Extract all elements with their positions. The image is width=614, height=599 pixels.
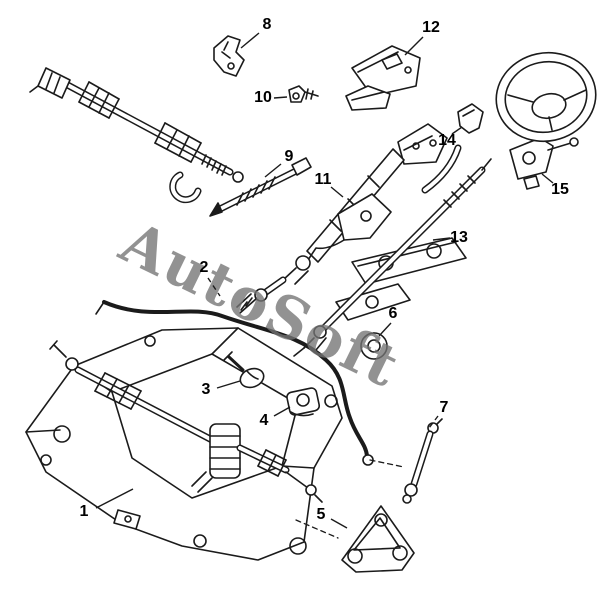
callout-6[interactable]: 6 [388,305,398,322]
callout-1[interactable]: 1 [79,503,89,520]
drive-axle [29,67,244,204]
steering-shaft-part-13 [293,158,492,357]
callout-15[interactable]: 15 [551,181,569,198]
callout-4[interactable]: 4 [259,412,269,429]
callout-10[interactable]: 10 [254,89,272,106]
bracket-part-5 [341,505,415,573]
callout-12[interactable]: 12 [422,19,440,36]
assembly-guides [295,459,405,539]
bolt-part-10 [288,85,319,103]
stabilizer-link-part-7 [402,418,443,504]
steering-wheel [495,51,597,143]
bushing-part-4 [286,387,321,417]
callout-14[interactable]: 14 [438,132,456,149]
callout-13[interactable]: 13 [450,229,468,246]
bushing-part-3 [223,351,265,389]
callout-11[interactable]: 11 [314,171,332,188]
steering-column-part-11 [236,123,448,314]
retainer-ring-part-6 [360,332,388,360]
callout-7[interactable]: 7 [439,399,449,416]
intermediate-shaft-part-9 [209,157,312,217]
wedge-part-14 [457,103,484,134]
callout-8[interactable]: 8 [262,16,272,33]
bracket-part-8 [213,35,245,77]
bracket-part-12 [345,45,421,111]
callout-3[interactable]: 3 [201,381,211,398]
callout-2[interactable]: 2 [199,259,209,276]
steering-rack [49,340,323,503]
stabilizer-bar-part-2 [95,300,374,466]
hook-rod [421,144,462,194]
callout-5[interactable]: 5 [316,506,326,523]
callout-9[interactable]: 9 [284,148,294,165]
